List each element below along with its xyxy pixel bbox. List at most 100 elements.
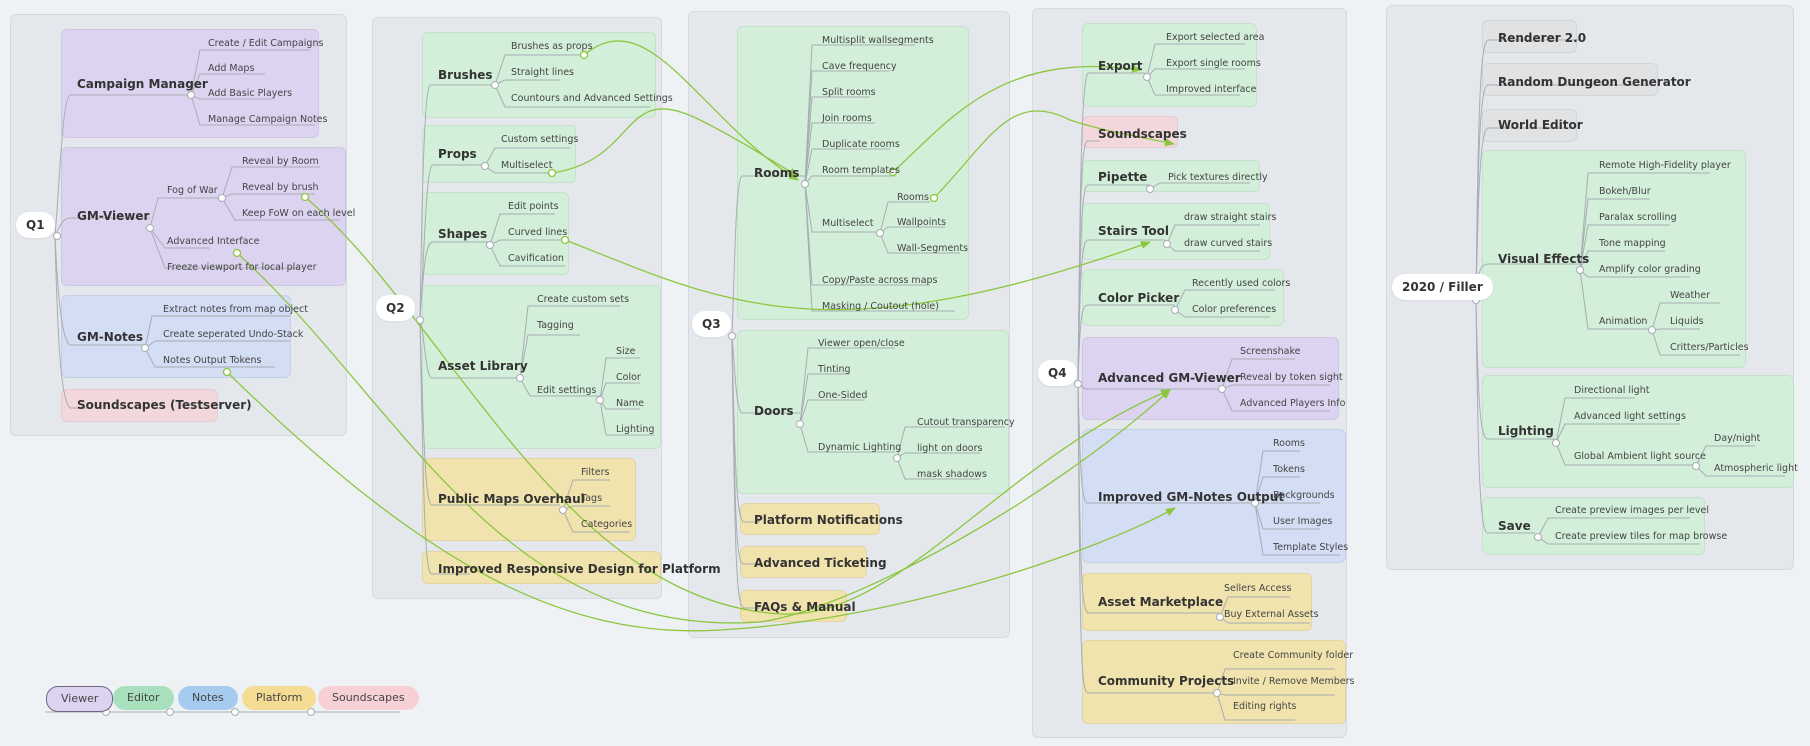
topic-soundscapes[interactable]: Soundscapes <box>1098 127 1187 141</box>
subtopic[interactable]: Tokens <box>1273 464 1305 475</box>
topic-asset-library[interactable]: Asset Library <box>438 359 528 373</box>
subtopic[interactable]: draw straight stairs <box>1184 212 1277 223</box>
subtopic[interactable]: Color preferences <box>1192 304 1277 315</box>
subtopic-dynamic-lighting[interactable]: Dynamic Lighting <box>818 442 902 453</box>
topic-visual-effects[interactable]: Visual Effects <box>1498 252 1590 266</box>
legend-notes[interactable]: Notes <box>178 686 238 710</box>
subtopic-fog-of-war[interactable]: Fog of War <box>167 185 218 196</box>
topic-props[interactable]: Props <box>438 147 477 161</box>
subtopic[interactable]: Straight lines <box>511 67 575 78</box>
subtopic[interactable]: Add Basic Players <box>208 88 293 99</box>
subtopic[interactable]: Remote High-Fidelity player <box>1599 160 1731 171</box>
subtopic[interactable]: Backgrounds <box>1273 490 1335 501</box>
subtopic[interactable]: Cave frequency <box>822 61 897 72</box>
subtopic[interactable]: Create custom sets <box>537 294 630 305</box>
subtopic[interactable]: Invite / Remove Members <box>1233 676 1355 687</box>
topic-improved-gm-notes-output[interactable]: Improved GM-Notes Output <box>1098 490 1285 504</box>
quarter-label-filler[interactable]: 2020 / Filler <box>1392 274 1493 300</box>
subtopic[interactable]: Countours and Advanced Settings <box>511 93 673 104</box>
subtopic-global-ambient[interactable]: Global Ambient light source <box>1574 451 1706 462</box>
subtopic[interactable]: Cavification <box>508 253 564 264</box>
subtopic-multiselect[interactable]: Multiselect <box>822 218 874 229</box>
quarter-label-q1[interactable]: Q1 <box>16 212 55 238</box>
subtopic[interactable]: Weather <box>1670 290 1710 301</box>
subtopic[interactable]: Tinting <box>818 364 851 375</box>
subtopic[interactable]: Reveal by brush <box>242 182 319 193</box>
legend-soundscapes[interactable]: Soundscapes <box>318 686 419 710</box>
subtopic[interactable]: Multisplit wallsegments <box>822 35 934 46</box>
subtopic[interactable]: Create preview tiles for map browse <box>1555 531 1728 542</box>
subtopic[interactable]: Categories <box>581 519 633 530</box>
subtopic[interactable]: Wallpoints <box>897 217 947 228</box>
topic-random-dungeon[interactable]: Random Dungeon Generator <box>1498 75 1691 89</box>
topic-community-projects[interactable]: Community Projects <box>1098 674 1235 688</box>
subtopic[interactable]: Atmospheric light <box>1714 463 1798 474</box>
subtopic[interactable]: Extract notes from map object <box>163 304 308 315</box>
subtopic[interactable]: Cutout transparency <box>917 417 1015 428</box>
topic-campaign-manager[interactable]: Campaign Manager <box>77 77 208 91</box>
topic-color-picker[interactable]: Color Picker <box>1098 291 1180 305</box>
subtopic[interactable]: Duplicate rooms <box>822 139 900 150</box>
subtopic[interactable]: Custom settings <box>501 134 579 145</box>
subtopic[interactable]: draw curved stairs <box>1184 238 1273 249</box>
subtopic[interactable]: Export selected area <box>1166 32 1265 43</box>
subtopic[interactable]: Template Styles <box>1273 542 1349 553</box>
topic-pipette[interactable]: Pipette <box>1098 170 1148 184</box>
subtopic[interactable]: Rooms <box>1273 438 1306 449</box>
subtopic[interactable]: Recently used colors <box>1192 278 1291 289</box>
subtopic[interactable]: Export single rooms <box>1166 58 1261 69</box>
subtopic[interactable]: Multiselect <box>501 160 553 171</box>
subtopic-animation[interactable]: Animation <box>1599 316 1648 327</box>
subtopic[interactable]: Room templates <box>822 165 900 176</box>
quarter-label-q4[interactable]: Q4 <box>1038 360 1077 386</box>
subtopic[interactable]: Reveal by Room <box>242 156 319 167</box>
topic-gm-notes[interactable]: GM-Notes <box>77 330 144 344</box>
subtopic[interactable]: Editing rights <box>1233 701 1297 712</box>
quarter-label-q3[interactable]: Q3 <box>692 311 731 337</box>
subtopic[interactable]: Curved lines <box>508 227 568 238</box>
subtopic[interactable]: Tagging <box>537 320 574 331</box>
subtopic[interactable]: Sellers Access <box>1224 583 1292 594</box>
subtopic[interactable]: Create seperated Undo-Stack <box>163 329 304 340</box>
topic-stairs-tool[interactable]: Stairs Tool <box>1098 224 1170 238</box>
topic-responsive-design[interactable]: Improved Responsive Design for Platform <box>438 562 721 576</box>
topic-world-editor[interactable]: World Editor <box>1498 118 1583 132</box>
topic-soundscapes-test[interactable]: Soundscapes (Testserver) <box>77 398 252 412</box>
subtopic[interactable]: One-Sided <box>818 390 868 401</box>
topic-export[interactable]: Export <box>1098 59 1143 73</box>
subtopic[interactable]: Buy External Assets <box>1224 609 1319 620</box>
subtopic-advanced-interface[interactable]: Advanced Interface <box>167 236 260 247</box>
topic-platform-notifications[interactable]: Platform Notifications <box>754 513 903 527</box>
subtopic[interactable]: Edit points <box>508 201 559 212</box>
topic-save[interactable]: Save <box>1498 519 1531 533</box>
topic-renderer[interactable]: Renderer 2.0 <box>1498 31 1587 45</box>
topic-gm-viewer[interactable]: GM-Viewer <box>77 209 150 223</box>
subtopic[interactable]: Create preview images per level <box>1555 505 1710 516</box>
subtopic[interactable]: Paralax scrolling <box>1599 212 1677 223</box>
subtopic[interactable]: Directional light <box>1574 385 1650 396</box>
subtopic[interactable]: Name <box>616 398 645 409</box>
subtopic[interactable]: Rooms <box>897 192 930 203</box>
subtopic-freeze-viewport[interactable]: Freeze viewport for local player <box>167 262 317 273</box>
subtopic[interactable]: Advanced light settings <box>1574 411 1686 422</box>
subtopic[interactable]: Brushes as props <box>511 41 593 52</box>
subtopic[interactable]: Improved interface <box>1166 84 1257 95</box>
subtopic[interactable]: Bokeh/Blur <box>1599 186 1651 197</box>
subtopic[interactable]: Split rooms <box>822 87 876 98</box>
subtopic[interactable]: light on doors <box>917 443 983 454</box>
subtopic[interactable]: Add Maps <box>208 63 255 74</box>
subtopic[interactable]: Tone mapping <box>1599 238 1666 249</box>
subtopic[interactable]: Color <box>616 372 641 383</box>
subtopic[interactable]: Pick textures directly <box>1168 172 1268 183</box>
subtopic[interactable]: Day/night <box>1714 433 1761 444</box>
subtopic[interactable]: Filters <box>581 467 610 478</box>
subtopic[interactable]: Masking / Coutout (hole) <box>822 301 939 312</box>
subtopic[interactable]: Screenshake <box>1240 346 1301 357</box>
subtopic[interactable]: Advanced Players Info <box>1240 398 1346 409</box>
subtopic[interactable]: Create / Edit Campaigns <box>208 38 324 49</box>
topic-rooms[interactable]: Rooms <box>754 166 800 180</box>
subtopic[interactable]: Wall-Segments <box>897 243 969 254</box>
subtopic[interactable]: Keep FoW on each level <box>242 208 356 219</box>
subtopic[interactable]: mask shadows <box>917 469 987 480</box>
